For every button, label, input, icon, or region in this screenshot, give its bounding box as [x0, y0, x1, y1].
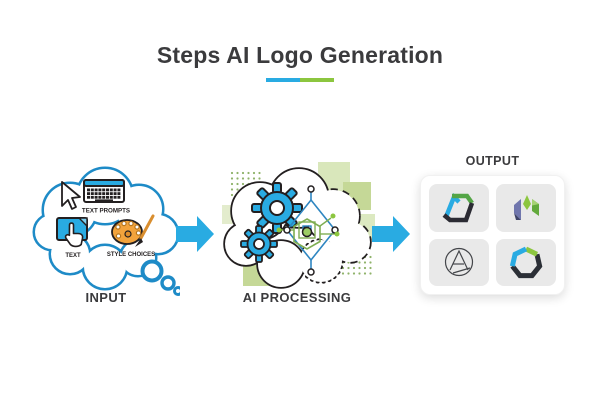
cursor-arrow-icon	[61, 181, 81, 210]
ac-monogram-logo	[442, 192, 475, 222]
input-thought-cloud: TEXT PROMPTS TEXT STYLE CHOICES	[32, 166, 180, 296]
underline-green-segment	[300, 78, 334, 82]
touchscreen-tap-icon	[56, 217, 88, 248]
logo-tile	[429, 238, 489, 286]
title-underline	[266, 78, 334, 82]
gears-icon	[240, 182, 303, 263]
palette-label: STYLE CHOICES	[107, 252, 155, 258]
processing-stage-label: AI PROCESSING	[242, 290, 352, 305]
touch-label: TEXT	[65, 253, 81, 259]
flow-arrow-icon	[372, 216, 410, 252]
flow-arrow-icon	[176, 216, 214, 252]
output-stage-label: OUTPUT	[465, 154, 520, 168]
output-logos-card	[420, 175, 565, 295]
keyboard-icon	[83, 179, 125, 203]
logo-tile	[496, 238, 556, 286]
paint-palette-icon	[111, 214, 155, 247]
page-title: Steps AI Logo Generation	[156, 42, 444, 68]
keyboard-label: TEXT PROMPTS	[82, 208, 130, 215]
segmented-ring-logo	[509, 246, 543, 279]
logo-tile	[429, 184, 489, 232]
underline-blue-segment	[266, 78, 300, 82]
circuit-board-icon	[276, 185, 340, 276]
circle-a-monoline-logo	[444, 248, 474, 277]
crown-m-logo	[514, 194, 539, 220]
ai-processing-cloud	[222, 162, 375, 289]
input-stage-label: INPUT	[85, 290, 127, 305]
logo-tile	[496, 184, 556, 232]
thought-bubbles	[140, 259, 180, 296]
